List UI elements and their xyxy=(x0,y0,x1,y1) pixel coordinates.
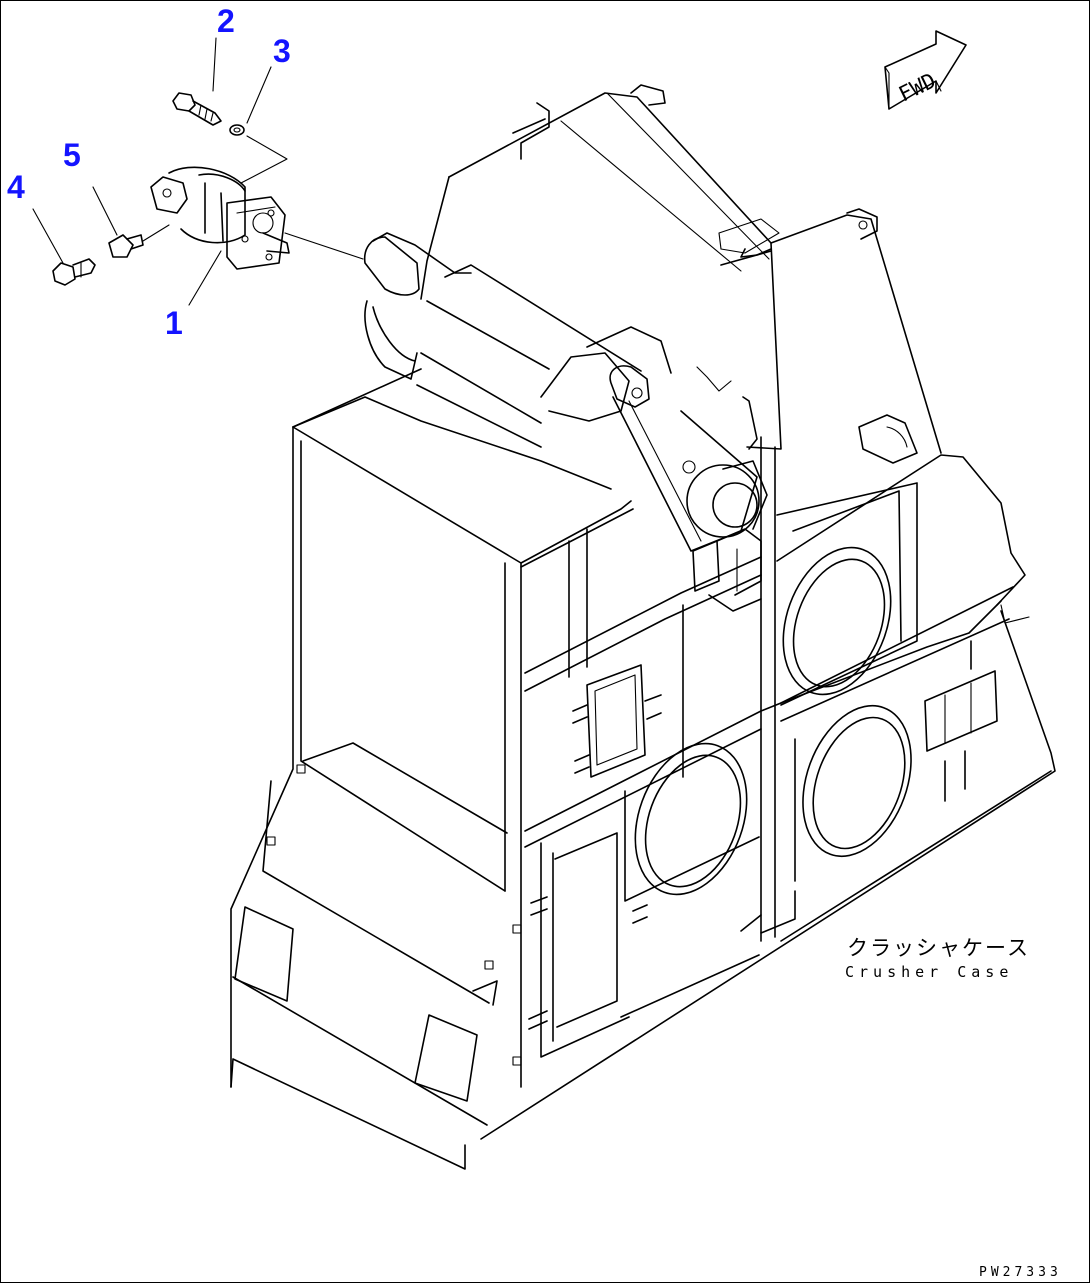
screw-part-5 xyxy=(108,234,144,258)
callout-3: 3 xyxy=(273,33,291,69)
hydraulic-motor-part-1 xyxy=(150,166,290,270)
callout-2: 2 xyxy=(217,3,235,39)
callout-1: 1 xyxy=(165,305,183,341)
drawing-number: PW27333 xyxy=(979,1265,1062,1280)
fwd-text: FWD xyxy=(895,68,940,106)
bolt-part-2 xyxy=(172,92,222,126)
crusher-case-label-japanese: クラッシャケース xyxy=(847,936,1030,960)
washer-part-3 xyxy=(229,124,245,136)
fitting-part-4 xyxy=(52,258,96,286)
fwd-arrow-icon: FWD xyxy=(884,30,967,110)
crusher-case-label-english: Crusher Case xyxy=(845,963,1014,981)
callout-4: 4 xyxy=(7,169,25,205)
callout-5: 5 xyxy=(63,137,81,173)
